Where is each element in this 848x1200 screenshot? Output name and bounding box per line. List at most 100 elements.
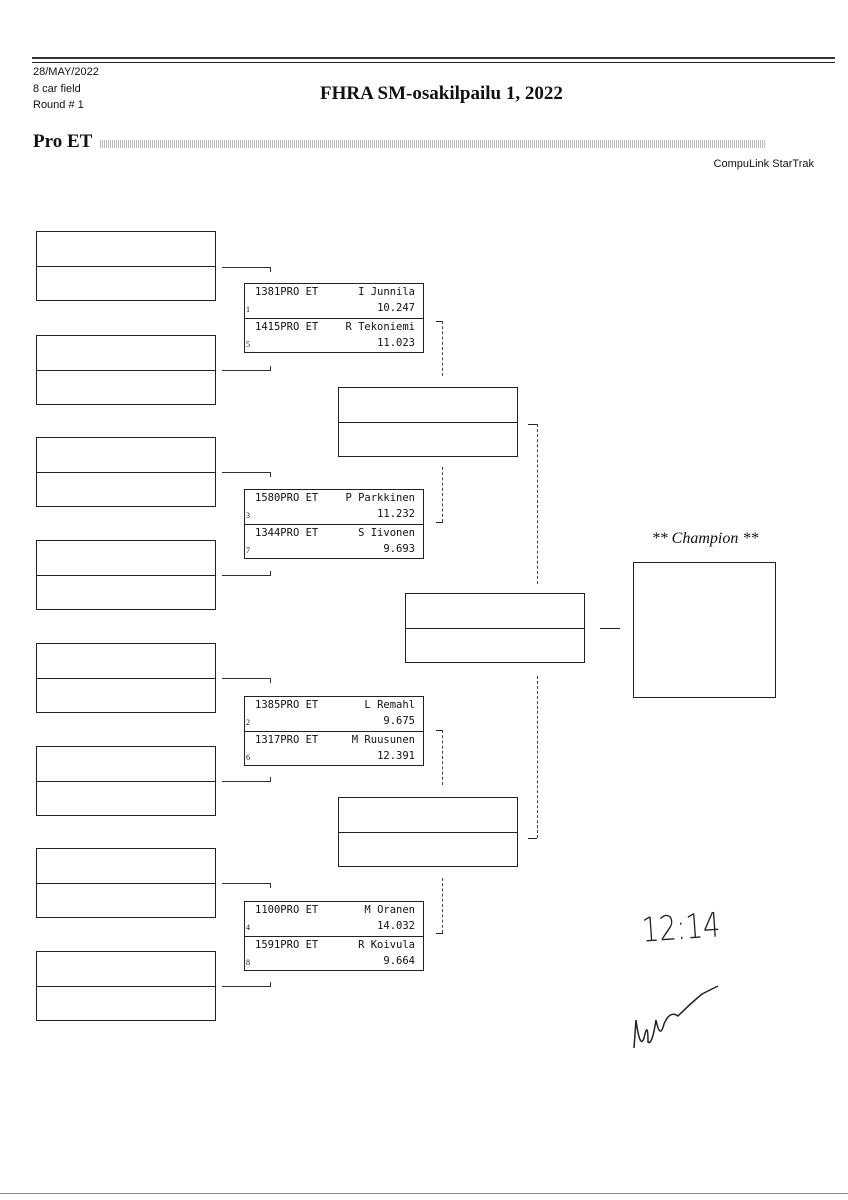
racer-name: I Junnila	[358, 286, 415, 298]
handwritten-time: 12:14	[640, 905, 722, 951]
racer-lane: 1580PRO ET P Parkkinen 11.232 3	[245, 490, 423, 524]
divider	[37, 472, 215, 473]
et: 11.023	[377, 337, 415, 349]
signature	[633, 985, 719, 1049]
et: 11.232	[377, 508, 415, 520]
car-class: PRO ET	[280, 734, 319, 746]
connector	[222, 883, 271, 888]
date: 28/MAY/2022	[33, 66, 99, 78]
car-number: 1344	[255, 527, 281, 539]
connector	[222, 777, 271, 782]
car-class: PRO ET	[280, 527, 319, 539]
seed-number: 5	[246, 340, 250, 349]
bracket-slot	[36, 848, 216, 918]
top-rule	[32, 57, 835, 59]
seed-number: 4	[246, 923, 250, 932]
connector	[222, 472, 271, 477]
connector	[436, 321, 443, 322]
car-class: PRO ET	[280, 286, 319, 298]
round: Round # 1	[33, 99, 84, 111]
event-title: FHRA SM-osakilpailu 1, 2022	[320, 83, 563, 104]
car-number-class: 1317PRO ET	[255, 734, 318, 746]
connector	[222, 571, 271, 576]
software-label: CompuLink StarTrak	[713, 158, 814, 170]
bracket-slot-final	[405, 593, 585, 663]
connector	[442, 730, 443, 785]
divider	[37, 883, 215, 884]
connector	[436, 522, 443, 523]
field-size: 8 car field	[33, 83, 81, 95]
divider	[37, 781, 215, 782]
top-rule-thin	[32, 62, 835, 63]
champion-box	[633, 562, 776, 698]
racer-name: S Iivonen	[358, 527, 415, 539]
bracket-slot	[36, 643, 216, 713]
divider	[37, 266, 215, 267]
connector	[436, 933, 443, 934]
et: 9.675	[383, 715, 415, 727]
car-class: PRO ET	[280, 699, 319, 711]
racer-lane: 1415PRO ET R Tekoniemi 11.023 5	[245, 318, 423, 353]
racer-name: P Parkkinen	[345, 492, 415, 504]
car-number-class: 1591PRO ET	[255, 939, 318, 951]
divider	[37, 370, 215, 371]
bracket-slot	[36, 951, 216, 1021]
car-number: 1317	[255, 734, 281, 746]
divider	[37, 575, 215, 576]
matchup-2: 1580PRO ET P Parkkinen 11.232 3 1344PRO ET S…	[244, 489, 424, 559]
car-number-class: 1580PRO ET	[255, 492, 318, 504]
seed-number: 7	[246, 546, 250, 555]
bracket-slot	[36, 746, 216, 816]
bracket-slot	[338, 797, 518, 867]
bottom-rule	[0, 1193, 848, 1194]
seed-number: 2	[246, 718, 250, 727]
divider	[37, 986, 215, 987]
racer-lane: 1100PRO ET M Oranen 14.032 4	[245, 902, 423, 936]
divider	[339, 832, 517, 833]
connector	[222, 678, 271, 683]
connector	[528, 838, 537, 839]
car-number: 1415	[255, 321, 281, 333]
racer-name: R Koivula	[358, 939, 415, 951]
racer-lane: 1381PRO ET I Junnila 10.247 1	[245, 284, 423, 318]
divider	[37, 678, 215, 679]
car-number-class: 1415PRO ET	[255, 321, 318, 333]
bracket-slot	[338, 387, 518, 457]
seed-number: 3	[246, 511, 250, 520]
racer-name: M Oranen	[364, 904, 415, 916]
racer-name: R Tekoniemi	[345, 321, 415, 333]
connector	[528, 424, 537, 425]
bracket-slot	[36, 335, 216, 405]
connector	[222, 366, 271, 371]
bracket-slot	[36, 540, 216, 610]
divider	[339, 422, 517, 423]
car-class: PRO ET	[280, 939, 319, 951]
racer-lane: 1385PRO ET L Remahl 9.675 2	[245, 697, 423, 731]
et: 14.032	[377, 920, 415, 932]
seed-number: 6	[246, 753, 250, 762]
et: 12.391	[377, 750, 415, 762]
connector	[436, 730, 443, 731]
et: 9.693	[383, 543, 415, 555]
racer-lane: 1344PRO ET S Iivonen 9.693 7	[245, 524, 423, 559]
et: 10.247	[377, 302, 415, 314]
class-title: Pro ET	[33, 131, 93, 152]
connector	[600, 628, 620, 629]
bracket-slot	[36, 437, 216, 507]
car-number: 1381	[255, 286, 281, 298]
car-class: PRO ET	[280, 321, 319, 333]
dotted-bar	[100, 140, 765, 148]
racer-name: L Remahl	[364, 699, 415, 711]
et: 9.664	[383, 955, 415, 967]
car-number: 1100	[255, 904, 281, 916]
champion-label: ** Champion **	[651, 530, 759, 547]
car-number: 1580	[255, 492, 281, 504]
car-number: 1385	[255, 699, 281, 711]
seed-number: 1	[246, 305, 250, 314]
car-class: PRO ET	[280, 904, 319, 916]
